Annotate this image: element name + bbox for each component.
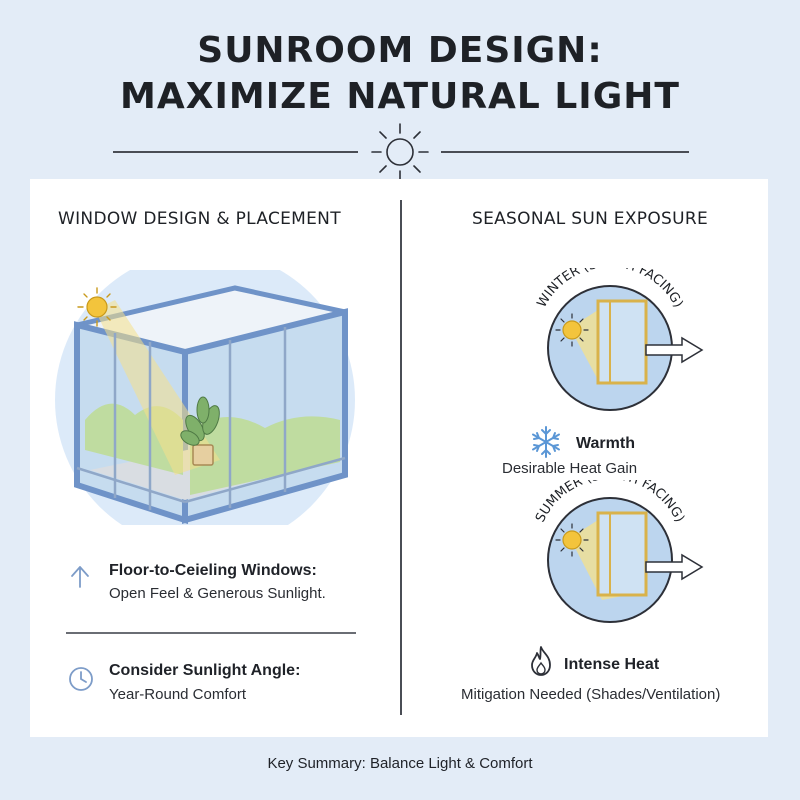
- season-title: Warmth: [576, 435, 635, 452]
- winter-sun-diagram: WINTER (SOUTH FACING): [535, 268, 704, 411]
- feature-divider: [66, 632, 356, 634]
- arrow-up-icon: [71, 566, 89, 588]
- flame-icon: [531, 646, 551, 676]
- page-title: SUNROOM DESIGN: MAXIMIZE NATURAL LIGHT: [0, 28, 800, 120]
- season-subtitle: Mitigation Needed (Shades/Ventilation): [461, 686, 721, 703]
- sun-icon: [371, 123, 429, 181]
- feature-subtitle: Open Feel & Generous Sunlight.: [109, 585, 326, 602]
- sunroom-illustration: [55, 270, 355, 525]
- column-divider: [400, 200, 402, 715]
- title-line-1: SUNROOM DESIGN:: [197, 30, 603, 71]
- seasonal-exposure-heading: SEASONAL SUN EXPOSURE: [472, 209, 709, 229]
- window-design-heading: WINDOW DESIGN & PLACEMENT: [58, 209, 341, 229]
- key-summary: Key Summary: Balance Light & Comfort: [267, 755, 533, 772]
- snowflake-icon: [532, 426, 560, 458]
- feature-subtitle: Year-Round Comfort: [109, 686, 247, 703]
- season-title: Intense Heat: [564, 656, 660, 673]
- title-line-2: MAXIMIZE NATURAL LIGHT: [120, 76, 680, 117]
- title-rule-left: [113, 151, 358, 153]
- feature-title: Floor-to-Ceieling Windows:: [109, 562, 317, 579]
- clock-icon: [69, 667, 93, 691]
- summer-sun-diagram: SUMMER (SOUTH FACING): [533, 480, 704, 623]
- season-subtitle: Desirable Heat Gain: [502, 460, 638, 477]
- feature-title: Consider Sunlight Angle:: [109, 662, 301, 679]
- title-rule-right: [441, 151, 689, 153]
